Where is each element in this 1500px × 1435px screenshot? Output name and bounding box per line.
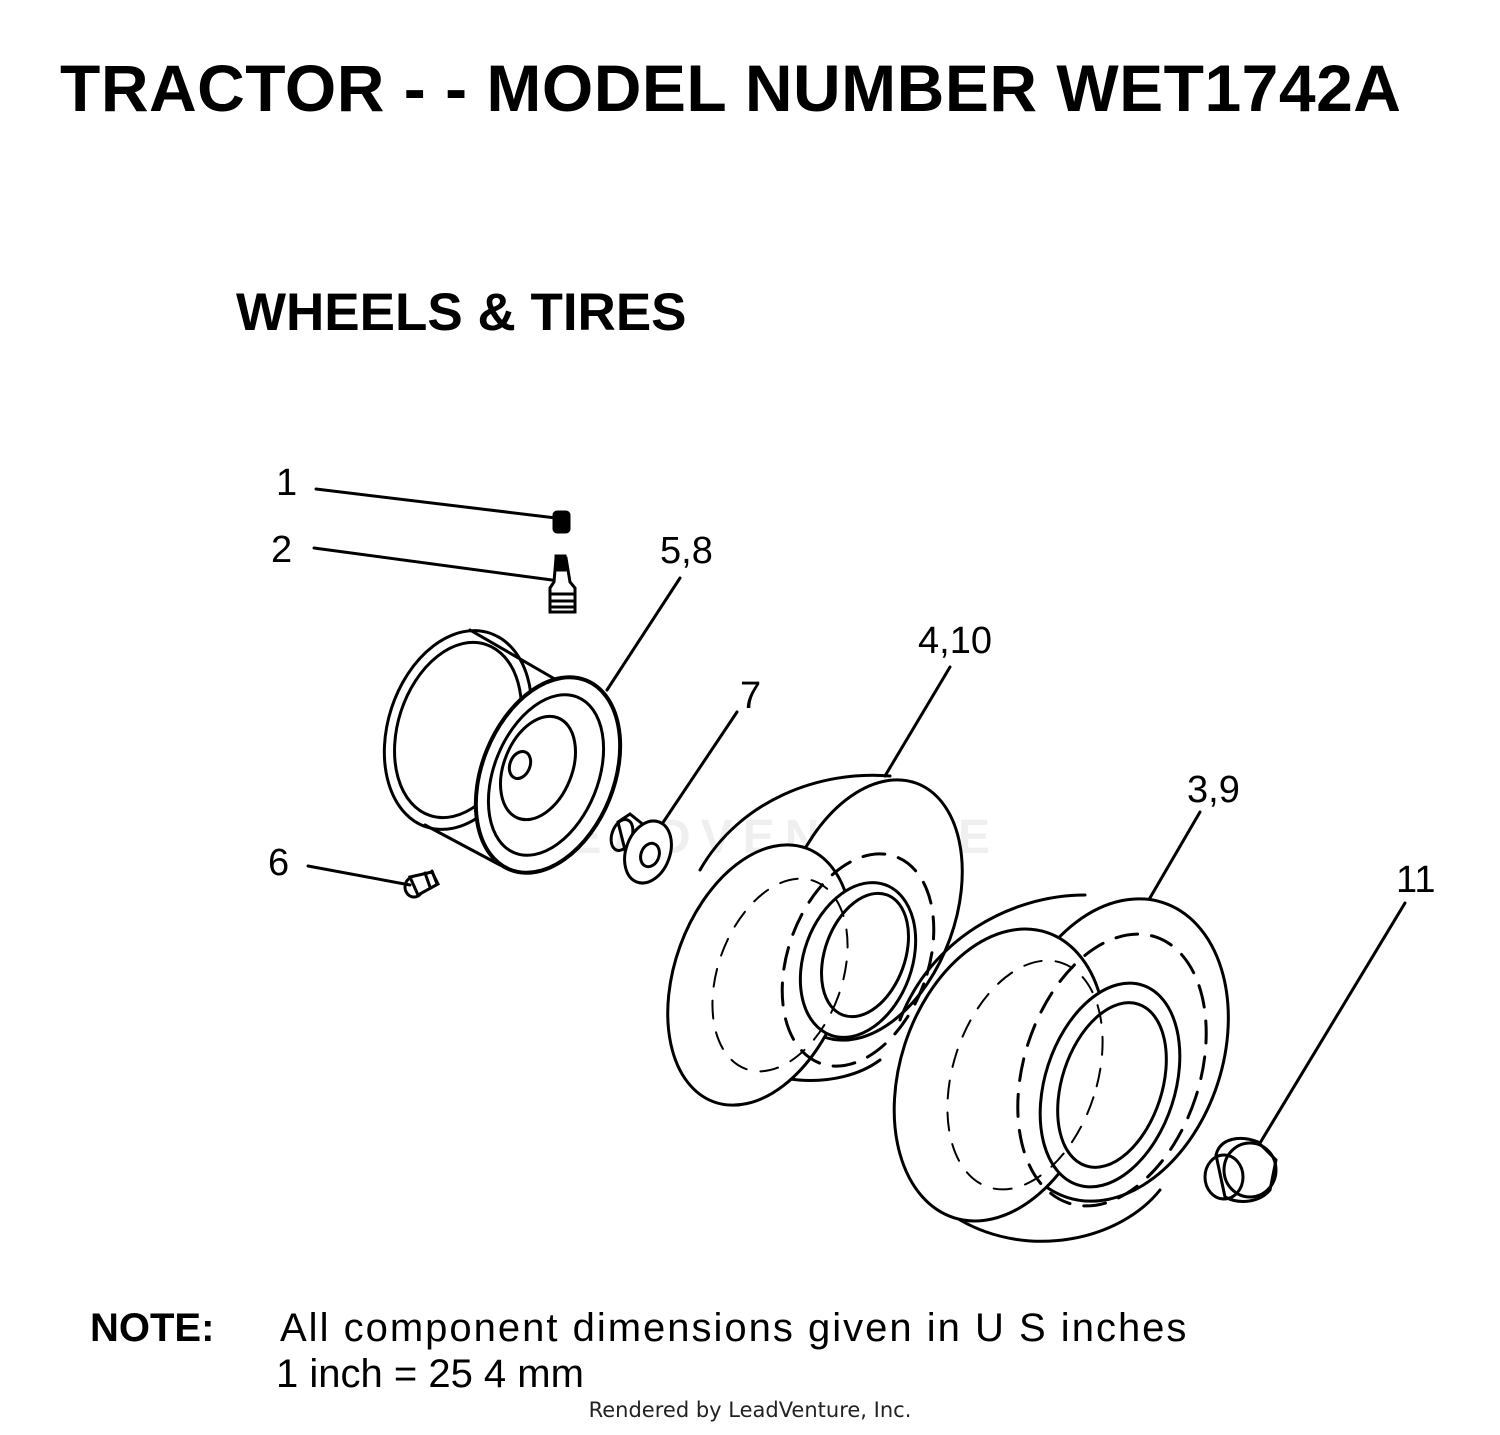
valve-cap-part <box>552 510 571 534</box>
leader-line-7 <box>656 710 739 832</box>
leader-line-5-8 <box>605 576 682 692</box>
leader-line-2 <box>312 546 554 582</box>
leader-line-3-9 <box>1138 810 1202 917</box>
callout-3-9: 3,9 <box>1187 769 1240 811</box>
section-title: WHEELS & TIRES <box>236 283 687 342</box>
page-title: TRACTOR - - MODEL NUMBER WET1742A <box>60 51 1402 125</box>
note-conversion-text: 1 inch = 25 4 mm <box>276 1352 584 1396</box>
leader-line-6 <box>306 864 412 887</box>
leader-line-4-10 <box>883 665 952 778</box>
hub-cap-part <box>1203 1137 1278 1203</box>
callout-6: 6 <box>268 842 289 884</box>
front-tire-part <box>666 773 964 1107</box>
leader-line-11 <box>1258 901 1407 1145</box>
rear-tire-part <box>892 893 1230 1243</box>
callout-7: 7 <box>740 675 761 717</box>
bolt-part <box>403 869 440 899</box>
bushing-part <box>609 812 673 885</box>
note-label: NOTE: <box>90 1306 215 1350</box>
valve-stem-part <box>548 554 577 614</box>
callout-4-10: 4,10 <box>918 620 992 662</box>
leader-line-1 <box>314 487 558 520</box>
render-credit: Rendered by LeadVenture, Inc. <box>588 1398 912 1422</box>
note-dimensions-text: All component dimensions given in U S in… <box>280 1306 1189 1350</box>
callout-1: 1 <box>276 462 297 504</box>
callout-2: 2 <box>271 529 292 571</box>
wheel-rim-part <box>382 628 623 875</box>
callout-11: 11 <box>1396 859 1435 901</box>
callout-5-8: 5,8 <box>660 530 713 572</box>
